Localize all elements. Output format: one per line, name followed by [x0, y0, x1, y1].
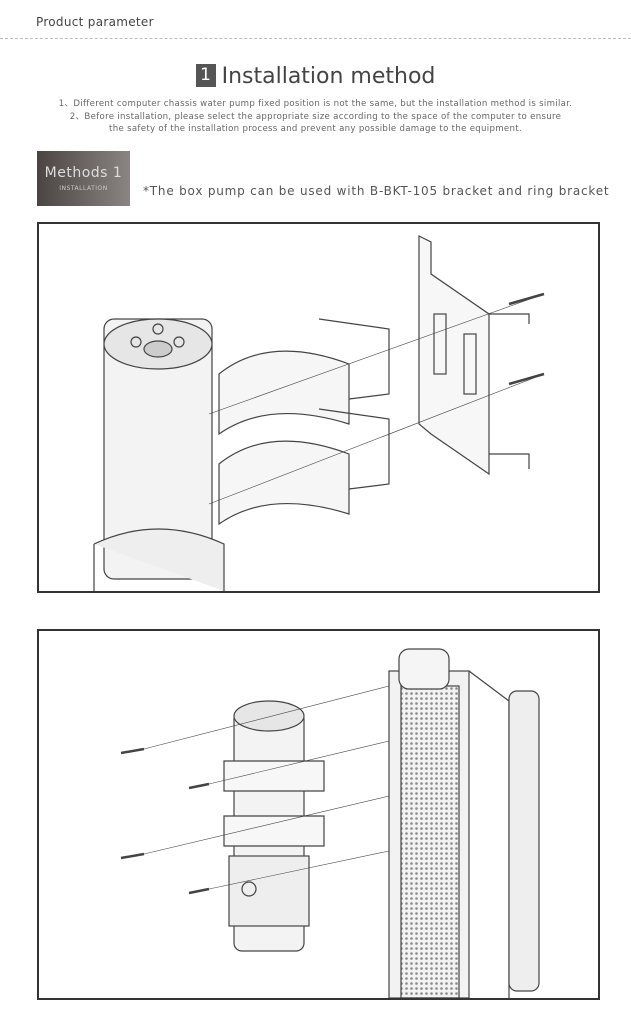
method-badge: Methods 1 INSTALLATION: [37, 151, 130, 206]
section-header: Product parameter: [36, 15, 154, 29]
radiator-illustration: [388, 648, 540, 998]
pump-illustration: [223, 700, 325, 952]
pump-cylinder-illustration: [93, 318, 225, 591]
note-2: 2、Before installation, please select the…: [69, 111, 562, 122]
note-1: 1、Different computer chassis water pump …: [58, 99, 573, 109]
installation-notes: 1、Different computer chassis water pump …: [0, 98, 631, 136]
bracket-note: *The box pump can be used with B-BKT-105…: [143, 184, 610, 198]
header-divider: [0, 38, 631, 39]
diagram-ring-bracket: [37, 222, 600, 593]
method-label: Methods 1: [44, 165, 123, 181]
title-number-badge: 1: [195, 64, 216, 87]
title-text: Installation method: [221, 64, 436, 89]
method-sub: INSTALLATION: [59, 185, 108, 192]
note-2-cont: the safety of the installation process a…: [109, 124, 522, 134]
screws-illustration: [120, 747, 210, 895]
ring-brackets-illustration: [218, 318, 390, 526]
plate-bracket-illustration: [418, 235, 530, 476]
screws-illustration: [508, 292, 545, 386]
diagram-radiator-mount: [37, 629, 600, 1000]
